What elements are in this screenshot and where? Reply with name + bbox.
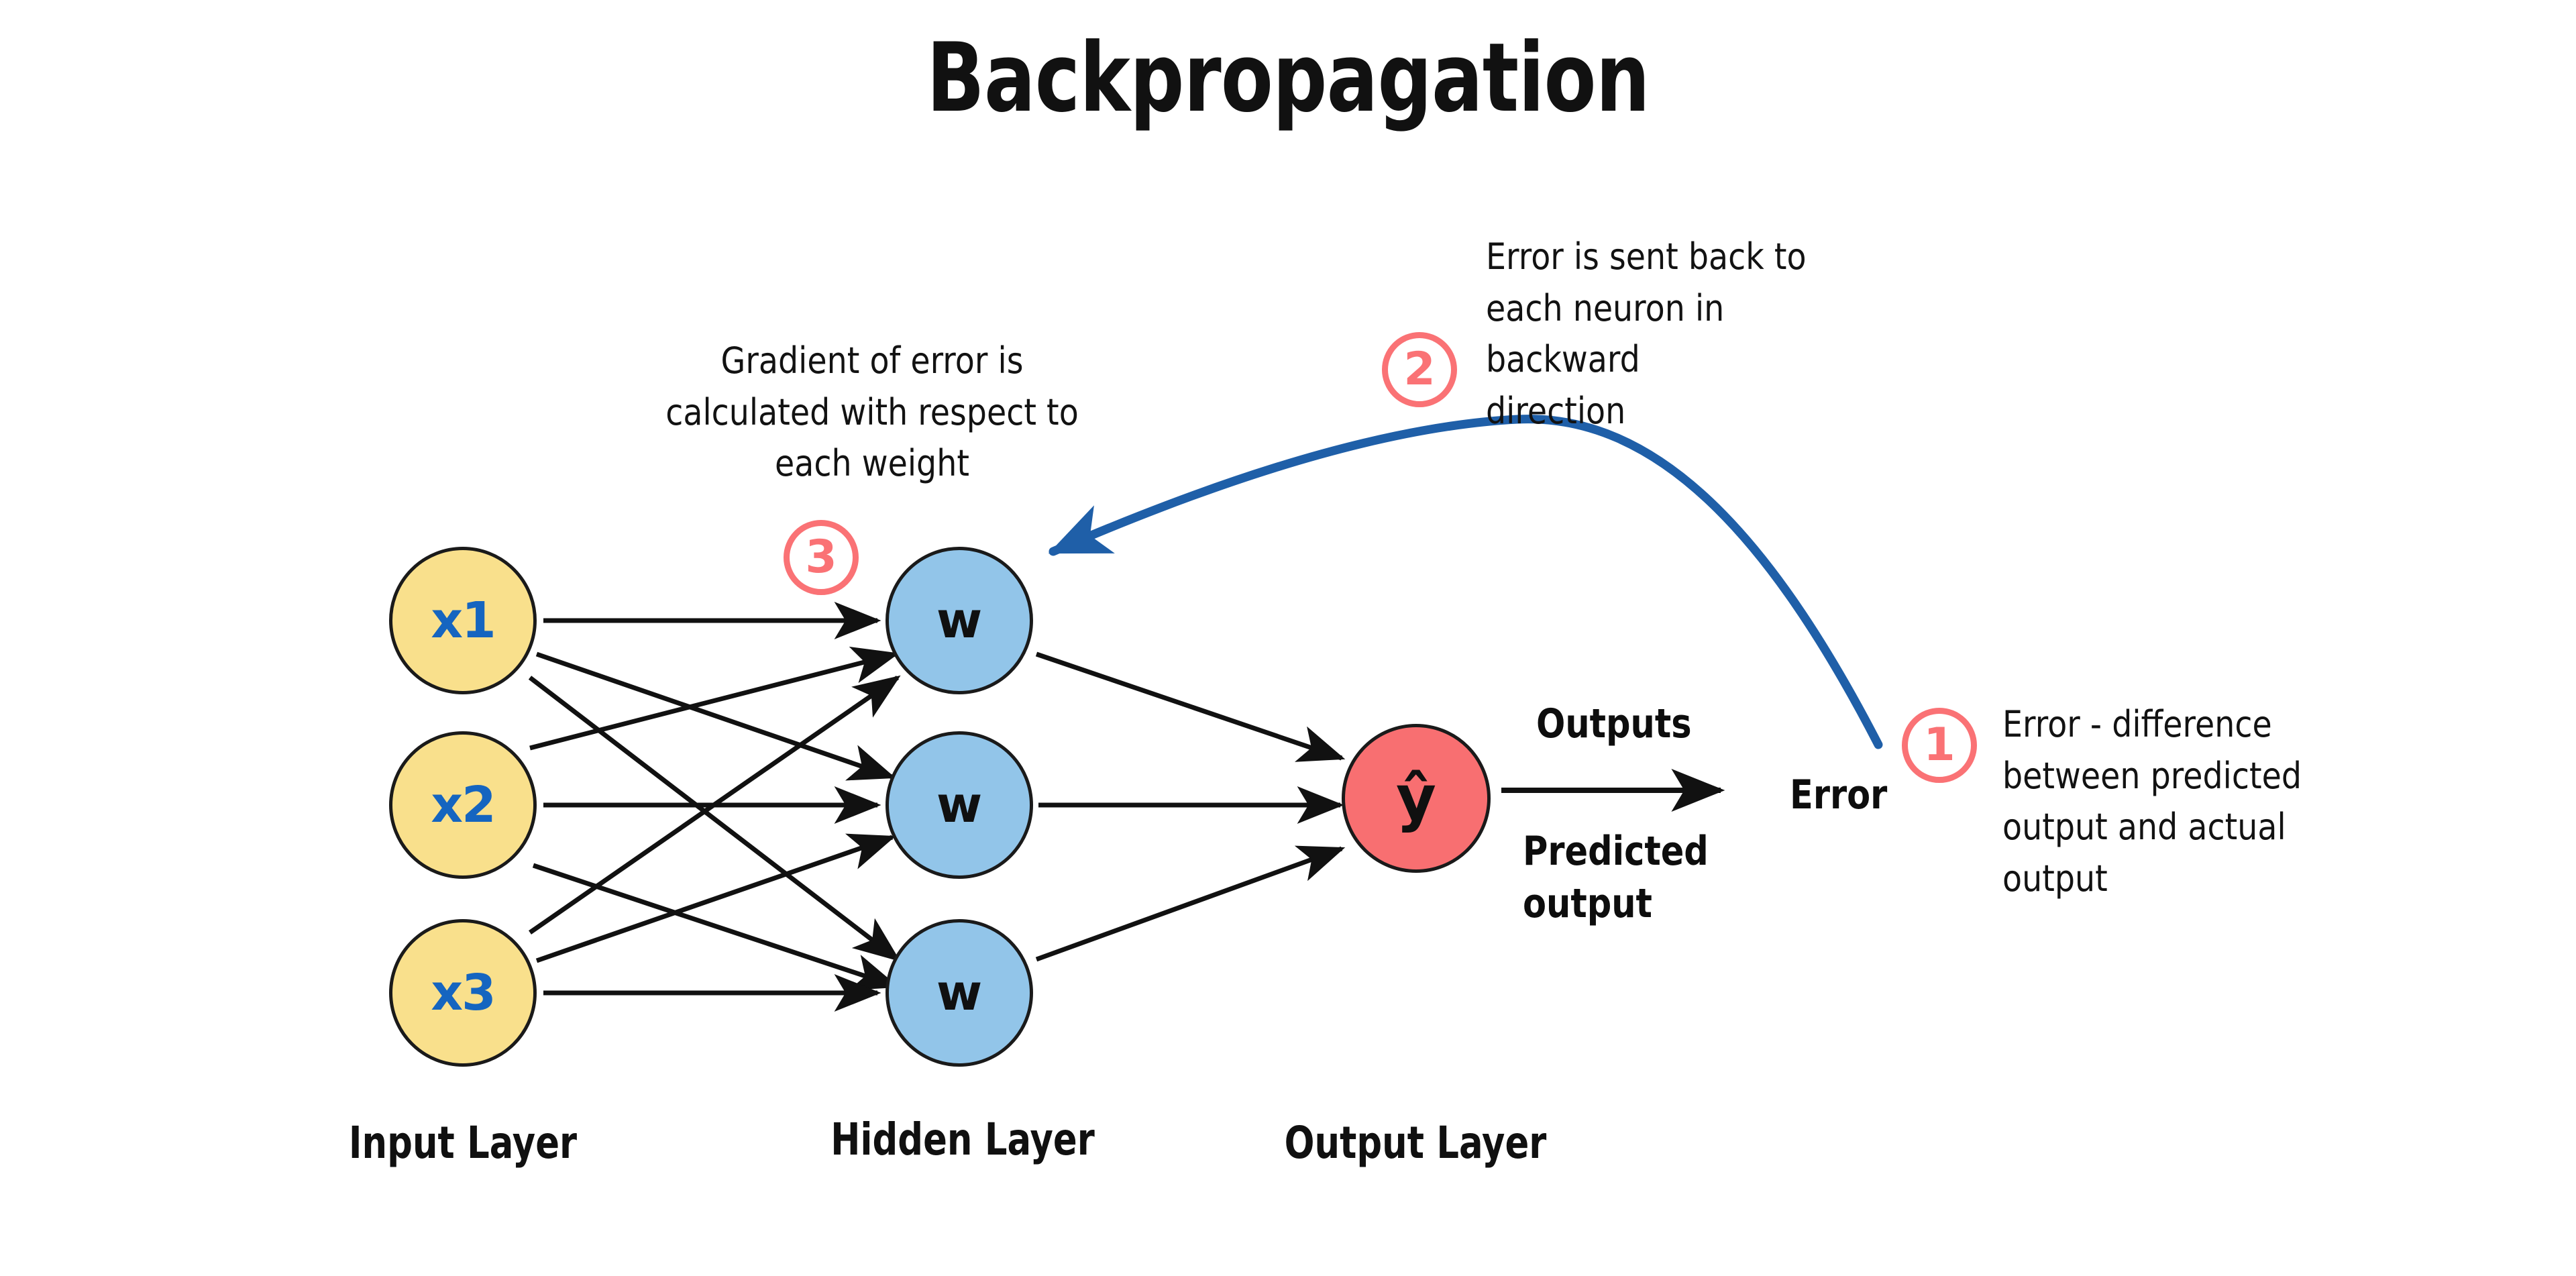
annotation-1-text: Error - difference between predicted out…	[2002, 703, 2302, 900]
edge-x1-w3	[528, 676, 901, 962]
output-node-yhat-label: ŷ	[1396, 762, 1436, 834]
hidden-node-w2-label: w	[936, 776, 983, 834]
hidden-node-w3[interactable]: w	[885, 919, 1033, 1067]
hidden-layer-caption: Hidden Layer	[830, 1114, 1095, 1165]
step-badge-2[interactable]: 2	[1382, 332, 1457, 407]
input-node-x2-label: x2	[431, 776, 496, 834]
edge-x2-w1	[529, 646, 900, 751]
annotation-3-text: Gradient of error is calculated with res…	[665, 339, 1079, 485]
input-node-x1[interactable]: x1	[389, 547, 537, 694]
step-badge-3[interactable]: 3	[784, 520, 859, 595]
edge-x3-w1	[529, 675, 901, 935]
input-node-x1-label: x1	[431, 592, 496, 649]
input-node-x2[interactable]: x2	[389, 731, 537, 879]
hidden-node-w1[interactable]: w	[885, 547, 1033, 694]
annotation-2-text: Error is sent back to each neuron in bac…	[1486, 235, 1807, 433]
input-to-hidden-edges	[528, 602, 901, 1012]
hidden-node-w1-label: w	[936, 592, 983, 649]
edge-x3-w2	[535, 833, 896, 963]
step-badge-1[interactable]: 1	[1902, 708, 1977, 783]
edge-w3-yhat	[1035, 845, 1346, 962]
input-node-x3[interactable]: x3	[389, 919, 537, 1067]
output-layer-caption: Output Layer	[1284, 1117, 1547, 1169]
input-layer-caption: Input Layer	[348, 1117, 578, 1169]
hidden-to-output-edges	[1035, 651, 1346, 962]
hidden-node-w2[interactable]: w	[885, 731, 1033, 879]
edge-x2-w3	[532, 863, 900, 991]
error-label: Error	[1790, 772, 1888, 818]
backward-error-arrow	[1048, 415, 1883, 749]
hidden-node-w3-label: w	[936, 964, 983, 1022]
input-node-x3-label: x3	[431, 964, 496, 1022]
output-node-yhat[interactable]: ŷ	[1342, 724, 1491, 873]
step-badge-3-number: 3	[805, 531, 837, 584]
predicted-output-label: Predicted output	[1523, 828, 1709, 927]
step-badge-2-number: 2	[1403, 343, 1436, 396]
edge-w1-yhat	[1035, 651, 1346, 762]
outputs-label: Outputs	[1536, 700, 1692, 747]
page-title: Backpropagation	[926, 23, 1650, 134]
step-badge-1-number: 1	[1923, 719, 1955, 772]
edge-x1-w2	[535, 651, 896, 781]
